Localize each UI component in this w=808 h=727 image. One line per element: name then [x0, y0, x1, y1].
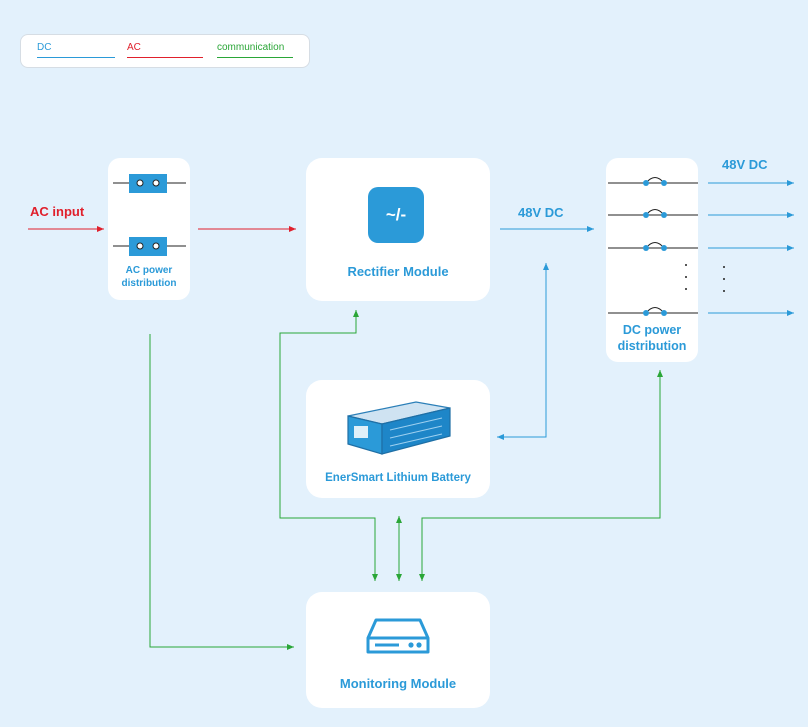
ac-input-label: AC input: [30, 204, 85, 219]
rectifier-module-label: Rectifier Module: [347, 264, 449, 279]
legend-communication-line: [217, 57, 293, 58]
dc-output-label: 48V DC: [722, 157, 768, 172]
dc-breaker-3: [608, 242, 698, 251]
dc-battery-wire: [497, 263, 549, 440]
server-icon: [366, 618, 430, 654]
dc-breaker-ellipsis: [685, 264, 725, 292]
dc-breaker-4: [608, 307, 698, 316]
dc-breaker-1: [608, 177, 698, 186]
ac-power-distribution-box: AC power distribution: [108, 158, 190, 300]
legend-dc-label: DC: [37, 42, 52, 53]
legend: DC AC communication: [20, 34, 310, 68]
dc-power-distribution-box: DC power distribution: [606, 158, 698, 362]
ac-breaker-top: [113, 174, 186, 193]
ac-power-distribution-label: AC power distribution: [121, 265, 177, 289]
legend-ac-label: AC: [127, 42, 141, 53]
monitoring-module-box: Monitoring Module: [306, 592, 490, 708]
legend-ac-line: [127, 57, 203, 58]
ac-breaker-bottom: [113, 237, 186, 256]
dc-breaker-2: [608, 209, 698, 218]
rectifier-module-box: ~/- Rectifier Module: [306, 158, 490, 301]
legend-communication-label: communication: [217, 42, 285, 53]
comm-dc-to-monitoring: [419, 370, 663, 581]
comm-rectifier-to-monitoring: [279, 310, 378, 581]
rectifier-symbol: ~/-: [385, 205, 407, 224]
legend-dc-line: [37, 57, 115, 58]
rectifier-icon: ~/-: [368, 187, 424, 243]
monitoring-module-label: Monitoring Module: [339, 676, 457, 691]
comm-ac-to-monitoring: [149, 334, 294, 650]
dc-power-distribution-label: DC power distribution: [617, 323, 687, 353]
dc-link-label: 48V DC: [518, 205, 564, 220]
